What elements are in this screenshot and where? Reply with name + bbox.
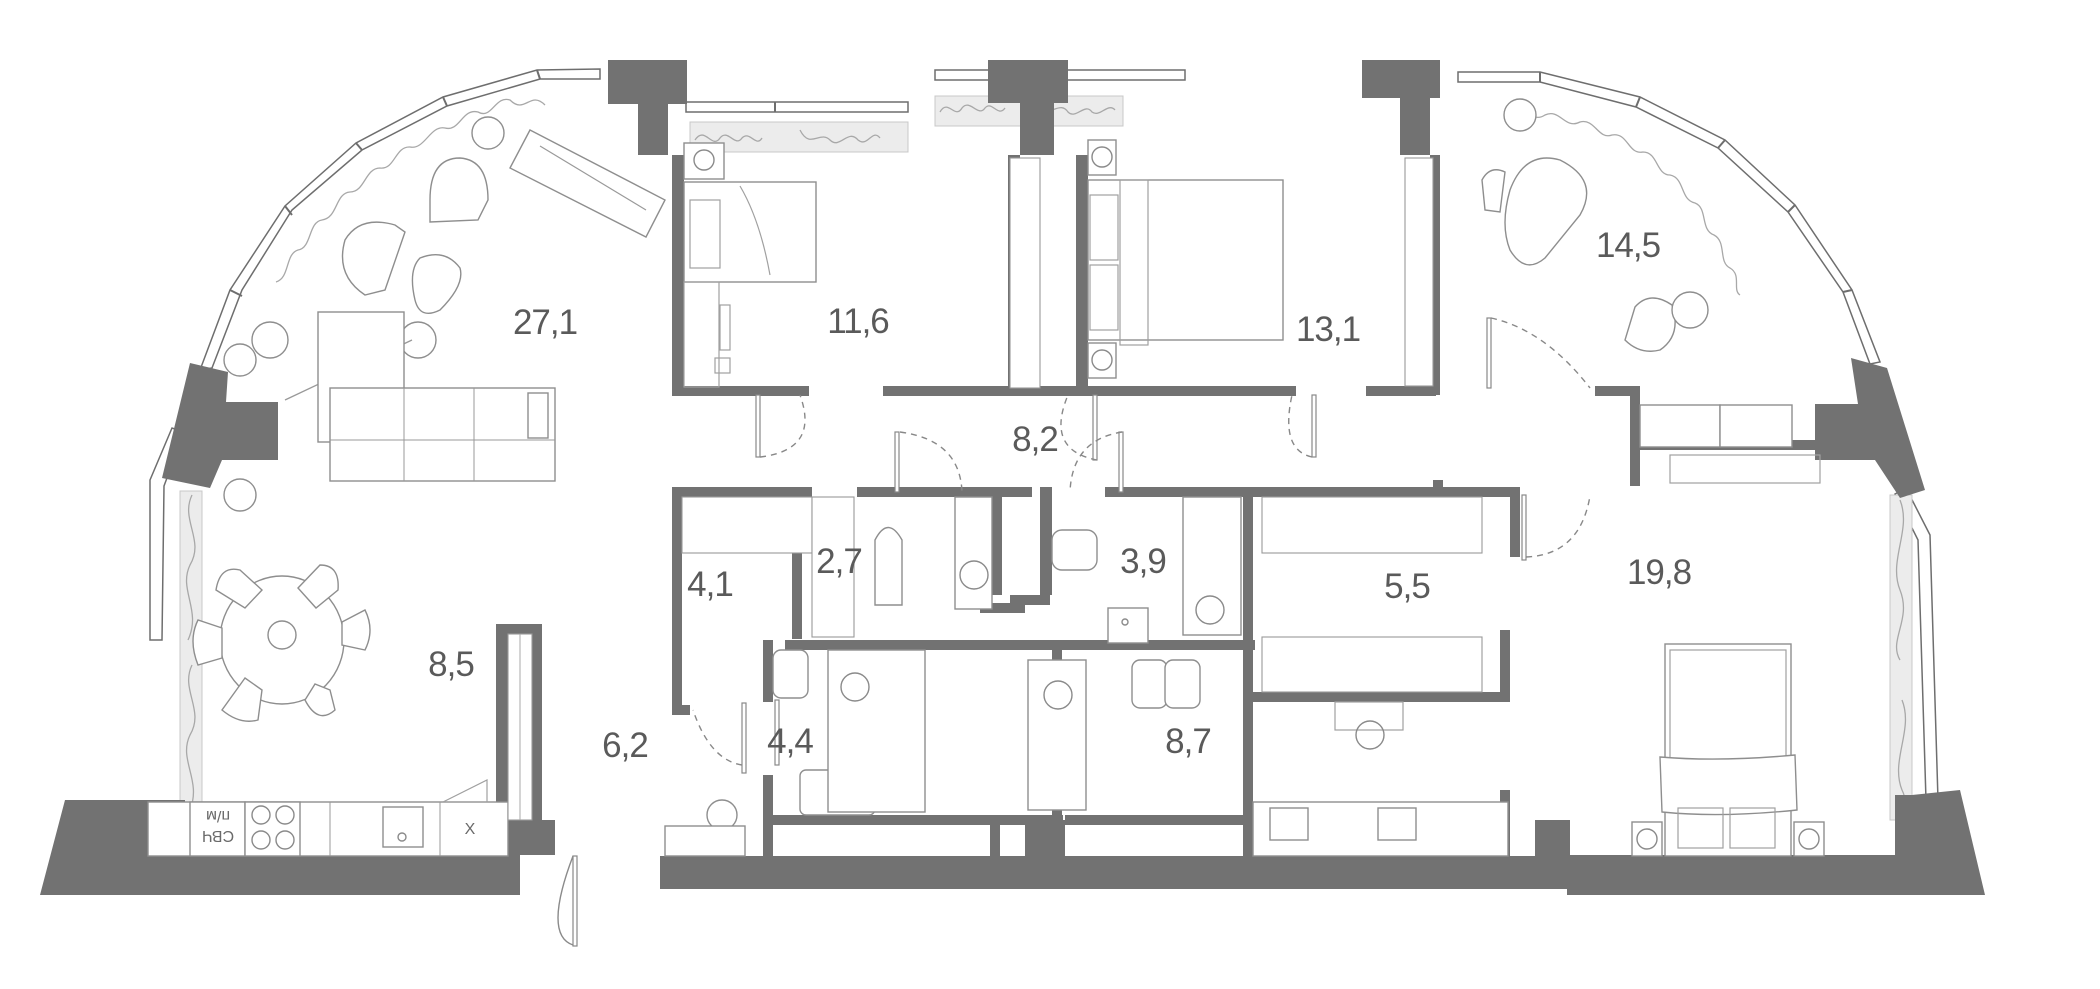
master-bedroom-furniture [1631, 643, 1825, 857]
room-area-bathroom-1: 4,4 [767, 722, 814, 761]
doors [557, 317, 1591, 947]
curtain-master [1889, 494, 1913, 821]
room-area-entrance: 6,2 [602, 726, 649, 765]
room-area-dressing-1: 4,1 [687, 565, 734, 604]
room-area-bedroom-2: 13,1 [1295, 310, 1361, 349]
bathroom-1-furniture [664, 649, 926, 857]
wardrobe-entrance [507, 633, 533, 821]
room-area-study: 14,5 [1595, 226, 1661, 265]
dressing-1-furniture [681, 496, 855, 638]
laundry-furniture [874, 496, 993, 610]
bedroom-2-furniture [1087, 139, 1434, 387]
microwave-label: СВЧ [201, 827, 235, 844]
room-area-master-bedroom: 19,8 [1626, 553, 1692, 592]
kitchen-counter [147, 779, 509, 857]
room-area-dressing-2: 5,5 [1384, 567, 1431, 606]
room-area-living: 27,1 [512, 303, 578, 342]
room-area-wc-1: 3,9 [1120, 542, 1167, 581]
glazing-left [149, 68, 601, 641]
room-area-bedroom-1: 11,6 [827, 302, 890, 341]
curtain-living [275, 98, 546, 283]
dishwasher-label: п/м [205, 807, 231, 824]
dressing-2-furniture [1261, 496, 1483, 750]
bedroom-1-furniture [683, 142, 1041, 389]
curtain-study [1509, 107, 1741, 296]
microwave-dishwasher-label: СВЧ п/м [193, 805, 243, 845]
room-area-kitchen-dining: 8,5 [428, 645, 475, 684]
room-area-hall: 8,2 [1012, 420, 1059, 459]
fridge-mark: X [464, 821, 476, 838]
bathroom-2-furniture [1027, 659, 1509, 857]
living-furniture [223, 116, 666, 512]
study-furniture [1481, 98, 1821, 484]
room-area-bathroom-2: 8,7 [1165, 722, 1212, 761]
wc-1-furniture [1051, 496, 1242, 644]
window-bedroom-1 [685, 101, 909, 153]
dining-furniture [192, 564, 371, 722]
room-area-laundry: 2,7 [816, 542, 863, 581]
